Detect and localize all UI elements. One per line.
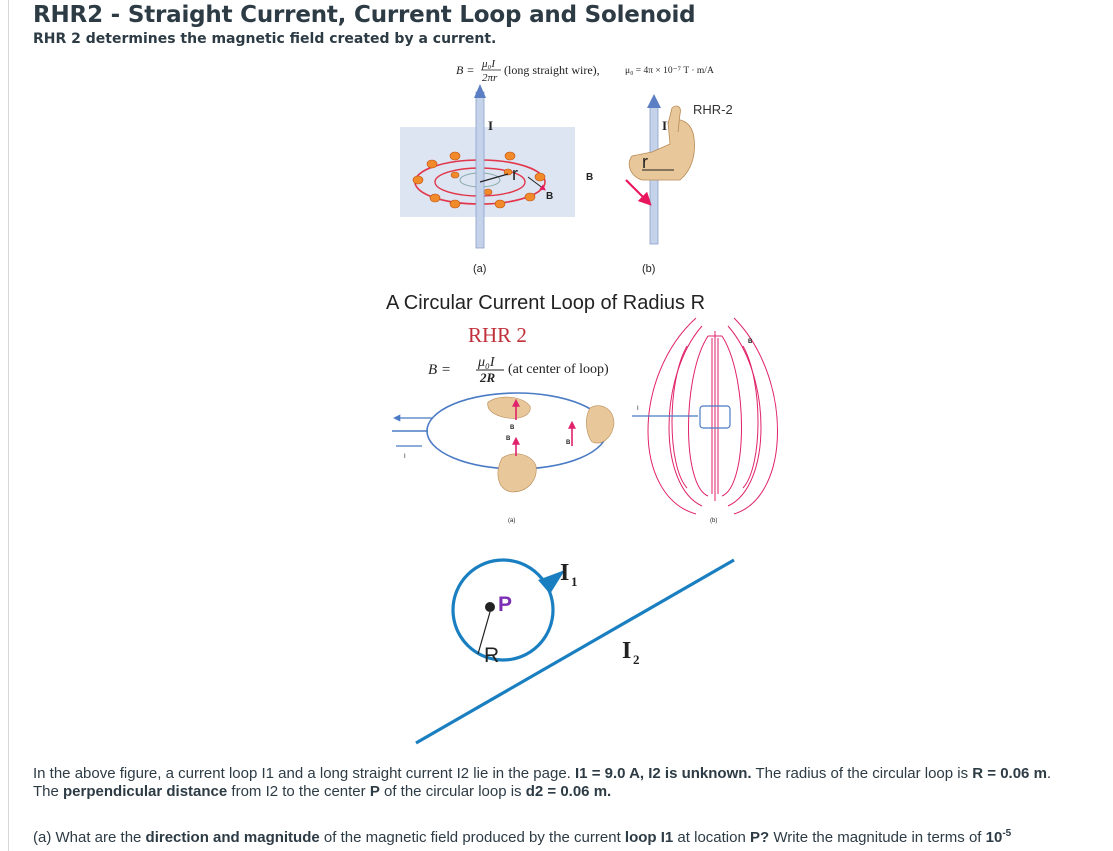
statement-radius-text: The radius of the circular loop is xyxy=(751,765,973,782)
question-a-power-exp: -5 xyxy=(1002,828,1012,839)
statement-from-i2: from I2 to the center xyxy=(227,783,370,800)
wire-a-r-label: r xyxy=(512,164,518,184)
statement-radius-value: R = 0.06 m xyxy=(972,765,1047,782)
wire-formula-num: μ₀I xyxy=(481,58,496,70)
current-loop-i1 xyxy=(451,558,555,662)
loop-formula-lhs: B = xyxy=(428,362,451,378)
question-a-start: (a) What are the xyxy=(33,829,146,846)
question-a-power-base: 10 xyxy=(985,829,1003,846)
left-border xyxy=(8,0,9,851)
page-subtitle: RHR 2 determines the magnetic field crea… xyxy=(33,31,497,47)
i1-label: I xyxy=(560,560,569,586)
loop-heading: A Circular Current Loop of Radius R xyxy=(386,292,705,314)
loop-b-label-1: B xyxy=(510,425,515,431)
field-b-label: B xyxy=(748,339,753,345)
question-a-loop: loop I1 xyxy=(624,829,674,846)
figure1-caption-b: (b) xyxy=(642,263,655,275)
question-a-direction: direction and magnitude xyxy=(145,829,320,846)
straight-wire-i2 xyxy=(415,558,735,745)
question-a-point: P? xyxy=(749,829,770,846)
loop-formula-num: μ₀I xyxy=(477,355,496,370)
loop-caption-b: (b) xyxy=(710,518,717,524)
i2-label: I xyxy=(622,638,631,664)
loop-caption-a: (a) xyxy=(508,518,515,524)
wire-b-current-label: I xyxy=(662,118,667,133)
question-a: (a) What are the direction and magnitude… xyxy=(33,825,1108,847)
statement-d2-value: d2 = 0.06 m. xyxy=(525,783,612,800)
loop-formula-den: 2R xyxy=(479,370,496,385)
wire-b-b-label: B xyxy=(586,172,593,183)
wire-formula-lhs: B = xyxy=(456,63,474,77)
figure-problem: P R I 1 I 2 xyxy=(415,558,735,745)
wire-b-r-label: r xyxy=(642,152,648,172)
radius-label: R xyxy=(484,644,499,667)
loop-formula-note: (at center of loop) xyxy=(508,362,609,377)
radius-line xyxy=(477,611,491,655)
figure-current-loop: A Circular Current Loop of Radius R RHR … xyxy=(386,292,778,524)
question-a-magnitude: Write the magnitude in terms of xyxy=(769,829,986,846)
loop-b-label-2: B xyxy=(506,436,511,442)
statement-line2-start: The xyxy=(33,783,64,800)
i1-subscript: 1 xyxy=(571,574,578,589)
rhr2-tag: RHR-2 xyxy=(693,102,733,117)
figure-straight-wire: B = μ₀I 2πr (long straight wire), μ₀ = 4… xyxy=(400,58,733,275)
statement-point-p: P xyxy=(369,783,380,800)
i2-subscript: 2 xyxy=(633,652,640,667)
question-a-produced: of the magnetic field produced by the cu… xyxy=(319,829,625,846)
statement-of-loop: of the circular loop is xyxy=(379,783,526,800)
point-p xyxy=(485,602,495,612)
statement-period: . xyxy=(1046,765,1052,782)
loop-i-right: I xyxy=(637,406,639,412)
wire-a-current-label: I xyxy=(488,118,493,133)
loop-i-left: I xyxy=(404,454,406,460)
statement-intro: In the above figure, a current loop I1 a… xyxy=(33,765,576,782)
problem-statement: In the above figure, a current loop I1 a… xyxy=(33,765,1108,801)
statement-perp-distance: perpendicular distance xyxy=(63,783,228,800)
wire-formula-den: 2πr xyxy=(482,72,498,84)
mu-definition: μ₀ = 4π × 10⁻⁷ T · m/A xyxy=(625,66,714,76)
loop-direction-arrow xyxy=(538,570,565,594)
wire-a-b-label: B xyxy=(546,191,553,202)
question-a-location: at location xyxy=(673,829,750,846)
point-p-label: P xyxy=(498,593,512,616)
loop-rhr2-title: RHR 2 xyxy=(468,323,527,347)
figure1-caption-a: (a) xyxy=(473,263,486,275)
statement-currents: I1 = 9.0 A, I2 is unknown. xyxy=(575,765,752,782)
wire-formula-note: (long straight wire), xyxy=(504,63,600,77)
loop-b-label-3: B xyxy=(566,440,571,446)
page-title: RHR2 - Straight Current, Current Loop an… xyxy=(33,2,696,28)
